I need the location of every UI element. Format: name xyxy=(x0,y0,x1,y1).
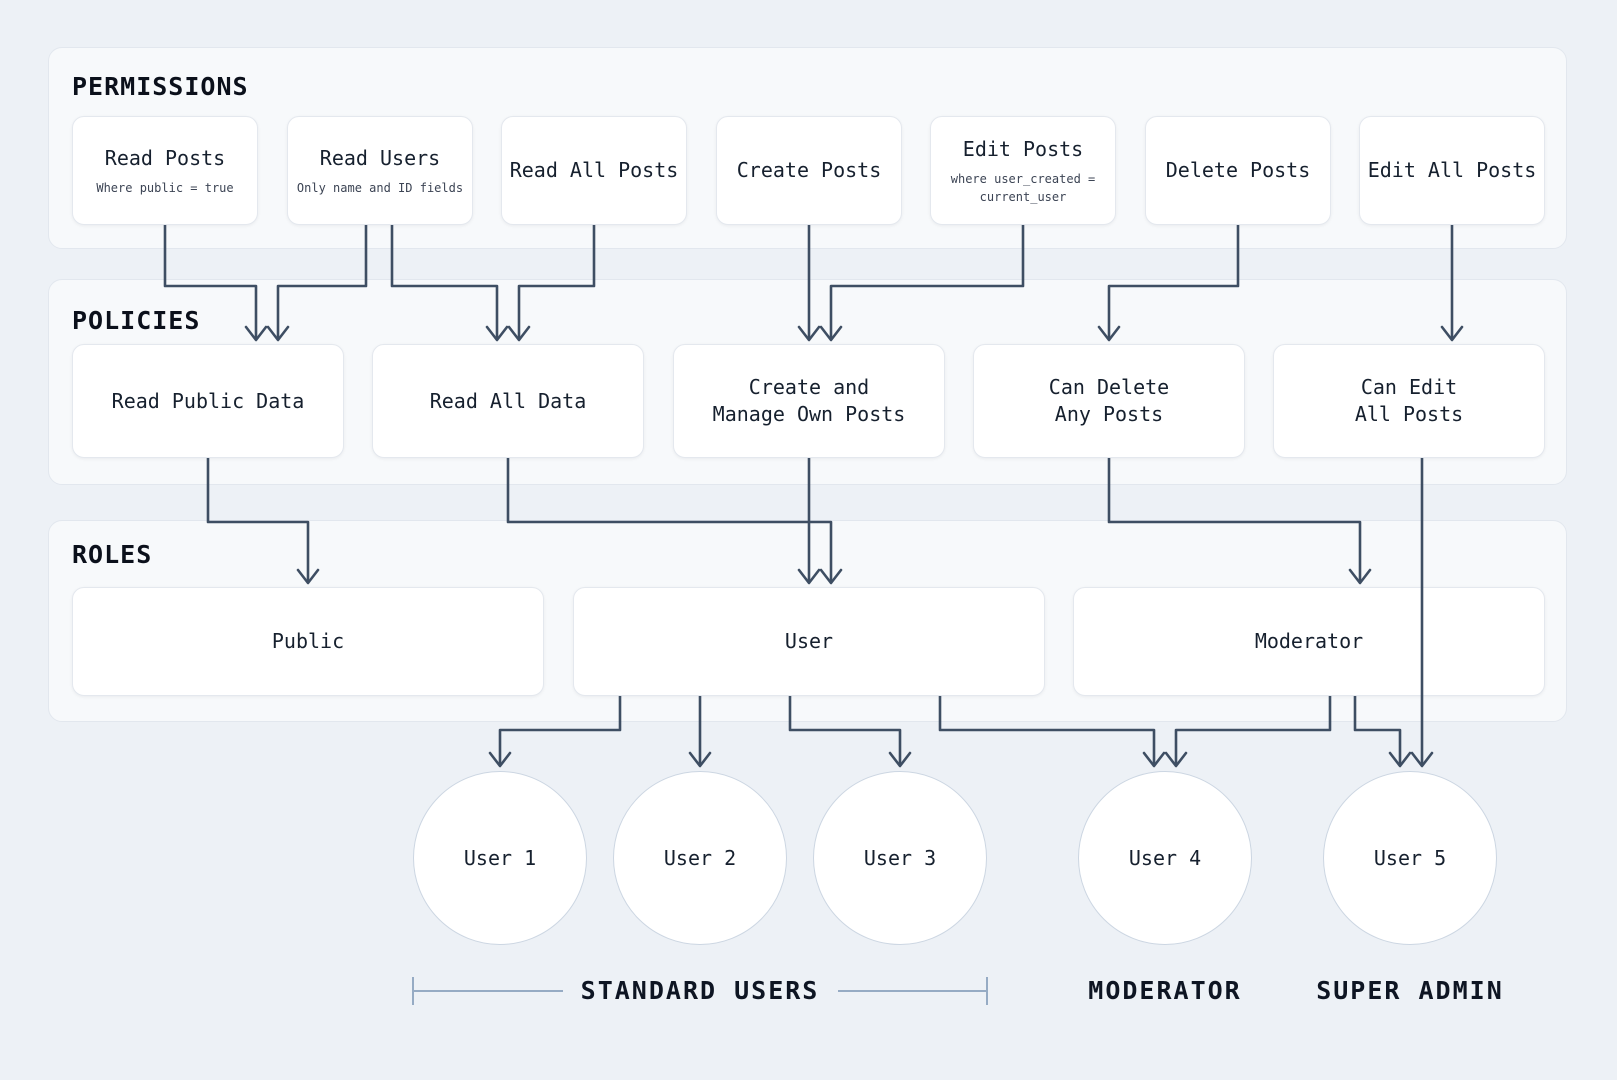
permission-subtitle: Only name and ID fields xyxy=(296,180,464,195)
permission-box-edit-all-posts: Edit All Posts xyxy=(1359,116,1545,225)
permission-title: Read All Posts xyxy=(509,158,679,182)
policies-heading: POLICIES xyxy=(72,306,201,335)
group-label-standard-users: STANDARD USERS xyxy=(580,976,820,1005)
permission-box-read-users: Read Users Only name and ID fields xyxy=(287,116,473,225)
role-title: Moderator xyxy=(1254,629,1364,653)
policy-title: Can Delete Any Posts xyxy=(1048,375,1170,426)
policy-title: Read All Data xyxy=(429,388,587,413)
policy-box-create-manage-own-posts: Create and Manage Own Posts xyxy=(673,344,945,458)
policy-title: Read Public Data xyxy=(111,388,305,413)
user-circle-1: User 1 xyxy=(413,771,587,945)
permission-title: Read Posts xyxy=(104,145,226,170)
role-box-user: User xyxy=(573,587,1045,696)
group-label-super-admin: SUPER ADMIN xyxy=(1316,976,1504,1005)
permission-title: Edit Posts xyxy=(962,136,1084,161)
user-circle-3: User 3 xyxy=(813,771,987,945)
policy-box-can-edit-all-posts: Can Edit All Posts xyxy=(1273,344,1545,458)
role-box-moderator: Moderator xyxy=(1073,587,1545,696)
permission-box-delete-posts: Delete Posts xyxy=(1145,116,1331,225)
policy-box-read-public-data: Read Public Data xyxy=(72,344,344,458)
user-circle-4: User 4 xyxy=(1078,771,1252,945)
permission-box-edit-posts: Edit Posts where user_created = current_… xyxy=(930,116,1116,225)
policy-box-read-all-data: Read All Data xyxy=(372,344,644,458)
role-box-public: Public xyxy=(72,587,544,696)
permission-title: Edit All Posts xyxy=(1367,158,1537,182)
user-circle-5: User 5 xyxy=(1323,771,1497,945)
policy-title: Create and Manage Own Posts xyxy=(712,375,906,426)
user-circle-2: User 2 xyxy=(613,771,787,945)
permission-box-create-posts: Create Posts xyxy=(716,116,902,225)
permission-title: Create Posts xyxy=(736,158,882,182)
policy-title: Can Edit All Posts xyxy=(1354,375,1464,426)
roles-heading: ROLES xyxy=(72,540,153,569)
permission-title: Read Users xyxy=(319,145,441,170)
permission-box-read-posts: Read Posts Where public = true xyxy=(72,116,258,225)
role-title: User xyxy=(784,629,834,653)
policy-box-can-delete-any-posts: Can Delete Any Posts xyxy=(973,344,1245,458)
group-label-moderator: MODERATOR xyxy=(1088,976,1242,1005)
permission-box-read-all-posts: Read All Posts xyxy=(501,116,687,225)
role-title: Public xyxy=(271,629,345,653)
permission-title: Delete Posts xyxy=(1165,158,1311,182)
permission-subtitle: Where public = true xyxy=(96,180,234,195)
permissions-heading: PERMISSIONS xyxy=(72,72,249,101)
permission-subtitle: where user_created = current_user xyxy=(950,171,1096,204)
